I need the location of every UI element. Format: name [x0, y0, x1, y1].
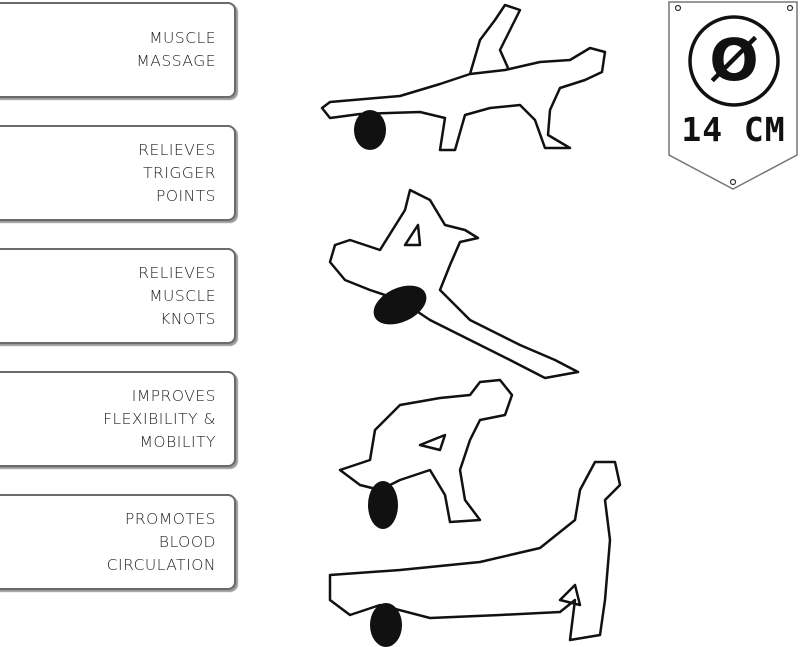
foam-roller-icon [373, 285, 427, 325]
benefit-card-muscle-knots: RELIEVES MUSCLE KNOTS [0, 248, 236, 344]
benefit-card-trigger-points: RELIEVES TRIGGER POINTS [0, 125, 236, 221]
benefit-card-circulation: PROMOTES BLOOD CIRCULATION [0, 494, 236, 590]
benefit-card-muscle-massage: MUSCLE MASSAGE [0, 2, 236, 98]
exercise-figure-seated [328, 460, 622, 642]
diameter-badge: Ø [668, 1, 798, 190]
exercise-figure-kneeling [338, 378, 514, 524]
benefit-label: IMPROVES FLEXIBILITY & MOBILITY [103, 386, 216, 451]
benefit-label: RELIEVES TRIGGER POINTS [138, 140, 216, 205]
diameter-value: 14 CM [681, 110, 786, 149]
exercise-figure-lunge [328, 188, 580, 380]
foam-roller-icon [368, 481, 398, 529]
diameter-symbol: Ø [709, 26, 758, 94]
benefit-label: MUSCLE MASSAGE [136, 29, 216, 70]
benefit-label: PROMOTES BLOOD CIRCULATION [106, 509, 216, 574]
diameter-icon [688, 15, 780, 107]
benefit-card-flexibility: IMPROVES FLEXIBILITY & MOBILITY [0, 371, 236, 467]
exercise-figure-side-plank [320, 3, 607, 152]
foam-roller-icon [354, 110, 386, 150]
benefit-label: RELIEVES MUSCLE KNOTS [138, 263, 216, 328]
foam-roller-icon [370, 603, 402, 647]
